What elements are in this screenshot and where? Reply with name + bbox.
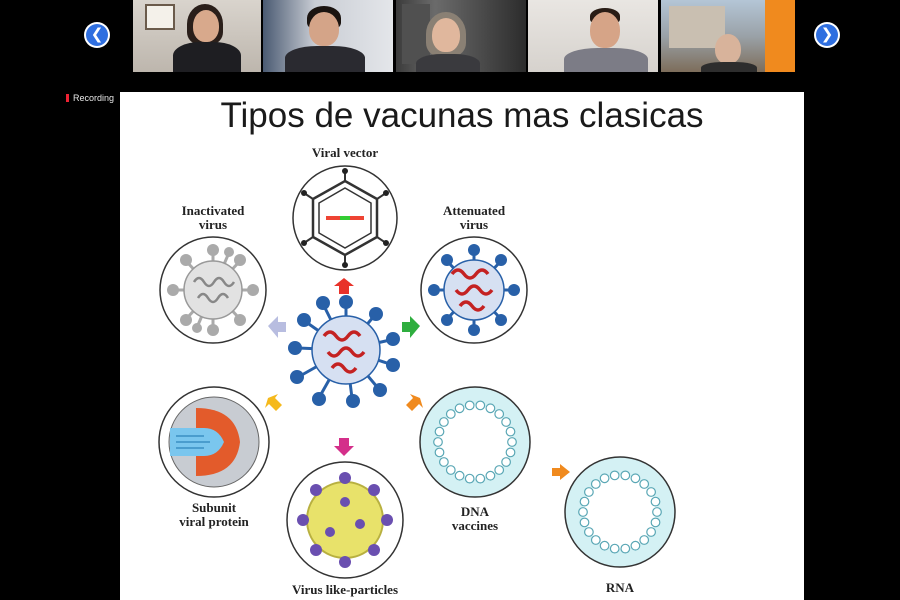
label-line: DNA	[460, 504, 490, 519]
lipid-bead	[433, 437, 443, 447]
lipid-bead	[609, 470, 620, 481]
lipid-bead	[445, 465, 456, 475]
arrow-left-icon	[268, 316, 286, 338]
lipid-bead	[599, 473, 610, 484]
lipid-bead	[579, 496, 590, 507]
chevron-left-icon: ❮	[86, 24, 108, 46]
lipid-bead-ring	[433, 400, 662, 554]
arrow-up-icon	[334, 278, 354, 294]
lipid-bead	[485, 403, 496, 414]
lipid-bead	[434, 426, 445, 437]
lipid-bead	[464, 473, 475, 484]
arrow-down-left-icon	[265, 394, 282, 411]
label-line: vaccines	[451, 518, 499, 533]
lipid-bead	[434, 447, 445, 458]
lipid-bead	[639, 479, 650, 489]
subunit-protein-icon	[158, 386, 270, 498]
lipid-bead	[584, 527, 594, 537]
participant-tile[interactable]	[528, 0, 658, 72]
label-dna-vaccines: DNA vaccines	[425, 505, 525, 533]
arrow-down-icon	[334, 438, 354, 456]
arrow-rna-icon	[552, 464, 570, 480]
central-virus-icon	[288, 295, 400, 408]
lipid-bead	[579, 517, 590, 528]
lipid-bead	[584, 487, 594, 497]
label-virus-like-particles: Virus like-particles	[291, 582, 399, 597]
label-subunit-viral-protein: Subunit viral protein	[154, 501, 274, 529]
label-line: virus	[459, 217, 489, 232]
viral-vector-icon	[292, 165, 398, 271]
lipid-bead	[609, 543, 620, 554]
label-line: virus	[198, 217, 228, 232]
recording-indicator: Recording	[66, 93, 114, 103]
lipid-bead	[620, 543, 631, 554]
label-line: viral protein	[179, 514, 249, 529]
lipid-bead	[646, 527, 656, 537]
vaccine-diagram	[158, 165, 676, 579]
lipid-bead	[501, 457, 512, 467]
lipid-bead	[445, 409, 456, 419]
label-inactivated-virus: Inactivated virus	[158, 204, 268, 232]
virus-like-particle-icon	[286, 461, 404, 579]
lipid-bead	[464, 400, 475, 411]
lipid-bead	[454, 470, 465, 481]
attenuated-virus-icon	[420, 236, 528, 344]
lipid-bead	[439, 457, 449, 467]
lipid-bead	[485, 470, 496, 481]
participant-tile[interactable]	[396, 0, 526, 72]
lipid-bead	[439, 417, 449, 427]
lipid-bead	[639, 535, 650, 545]
lipid-bead	[505, 426, 516, 437]
lipid-bead	[501, 417, 512, 427]
lipid-bead	[590, 479, 601, 489]
lipid-bead	[475, 473, 486, 484]
participant-strip: ❮ ❯	[0, 0, 900, 78]
lipid-bead	[646, 487, 656, 497]
lipid-bead	[630, 473, 641, 484]
lipid-bead	[652, 507, 662, 517]
lipid-bead	[578, 507, 588, 517]
participant-tile[interactable]	[661, 0, 795, 72]
lipid-bead	[494, 465, 505, 475]
shared-slide: Tipos de vacunas mas clasicas	[120, 92, 804, 600]
lipid-bead	[505, 447, 516, 458]
lipid-bead	[650, 517, 661, 528]
lipid-bead	[507, 437, 517, 447]
lipid-bead	[650, 496, 661, 507]
previous-page-button[interactable]: ❮	[84, 22, 110, 48]
lipid-bead	[599, 540, 610, 551]
chevron-right-icon: ❯	[816, 24, 838, 46]
lipid-bead	[475, 400, 486, 411]
arrow-right-icon	[402, 316, 420, 338]
label-attenuated-virus: Attenuated virus	[419, 204, 529, 232]
lipid-bead	[630, 540, 641, 551]
lipid-bead	[620, 470, 631, 481]
participant-tile[interactable]	[133, 0, 261, 72]
lipid-bead	[454, 403, 465, 414]
lipid-bead	[494, 409, 505, 419]
label-rna: RNA	[605, 580, 635, 595]
label-line: Inactivated	[181, 203, 245, 218]
slide-title: Tipos de vacunas mas clasicas	[220, 96, 704, 135]
recording-dot-icon	[66, 94, 69, 102]
recording-label: Recording	[73, 93, 115, 103]
label-line: Attenuated	[442, 203, 506, 218]
lipid-bead	[590, 535, 601, 545]
inactivated-virus-icon	[159, 236, 267, 344]
arrow-down-right-icon	[406, 394, 423, 411]
label-line: Subunit	[191, 500, 237, 515]
label-viral-vector: Viral vector	[311, 145, 379, 160]
participant-tile[interactable]	[263, 0, 393, 72]
next-page-button[interactable]: ❯	[814, 22, 840, 48]
